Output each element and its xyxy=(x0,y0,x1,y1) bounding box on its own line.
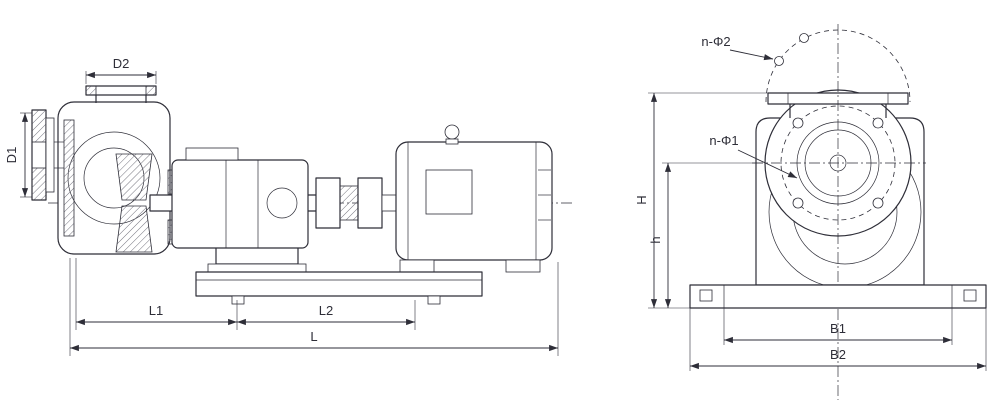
dimension-d2: D2 xyxy=(85,56,157,84)
foundation-bolt-slot-right xyxy=(963,289,977,302)
side-view: D2 D1 L1 L2 L xyxy=(4,56,575,356)
foundation-bolt-slot-left xyxy=(699,289,713,302)
flange-bolt-hole xyxy=(872,197,884,209)
dimension-l1: L1 xyxy=(75,258,238,330)
motor-nameplate xyxy=(425,169,473,215)
dimension-h: h xyxy=(648,162,763,308)
baseplate xyxy=(195,271,483,305)
dimension-b2: B2 xyxy=(689,308,987,371)
end-view: n-Φ2 n-Φ1 H h B1 xyxy=(634,24,987,400)
dim-label-b1: B1 xyxy=(830,321,846,336)
leader-n-phi1: n-Φ1 xyxy=(709,133,798,179)
coupling xyxy=(315,177,397,229)
top-flange-bolt-hole xyxy=(799,33,809,43)
suction-flange xyxy=(31,109,64,201)
flange-bolt-hole xyxy=(872,117,884,129)
dimension-H: H xyxy=(634,92,768,309)
discharge-flange xyxy=(85,85,157,103)
dimension-b1: B1 xyxy=(723,308,953,345)
lifting-eye-bolt xyxy=(444,124,460,140)
top-flange-bolt-hole xyxy=(774,56,784,66)
dimension-l: L xyxy=(69,258,559,356)
dimension-d1: D1 xyxy=(4,112,32,198)
dim-label-l1: L1 xyxy=(149,303,163,318)
dim-label-H: H xyxy=(634,195,649,204)
dim-label-h: h xyxy=(648,236,663,243)
motor xyxy=(395,124,553,273)
leader-n-phi2: n-Φ2 xyxy=(701,34,774,61)
anchor-bolt-left xyxy=(231,295,245,305)
flange-bolt-hole xyxy=(792,117,804,129)
dim-label-b2: B2 xyxy=(830,347,846,362)
label-n-phi2: n-Φ2 xyxy=(701,34,730,49)
dimension-l2: L2 xyxy=(237,300,416,330)
label-n-phi1: n-Φ1 xyxy=(709,133,738,148)
motor-foot-front xyxy=(399,259,435,273)
motor-foot-rear xyxy=(505,259,541,273)
dim-label-l2: L2 xyxy=(319,303,333,318)
bearing-frame xyxy=(171,147,309,273)
anchor-bolt-right xyxy=(427,295,441,305)
flange-bolt-hole xyxy=(792,197,804,209)
dim-label-l: L xyxy=(310,329,317,344)
dim-label-d1: D1 xyxy=(4,147,19,164)
pump-casing xyxy=(57,101,171,255)
dim-label-d2: D2 xyxy=(113,56,130,71)
end-baseplate xyxy=(689,284,987,309)
